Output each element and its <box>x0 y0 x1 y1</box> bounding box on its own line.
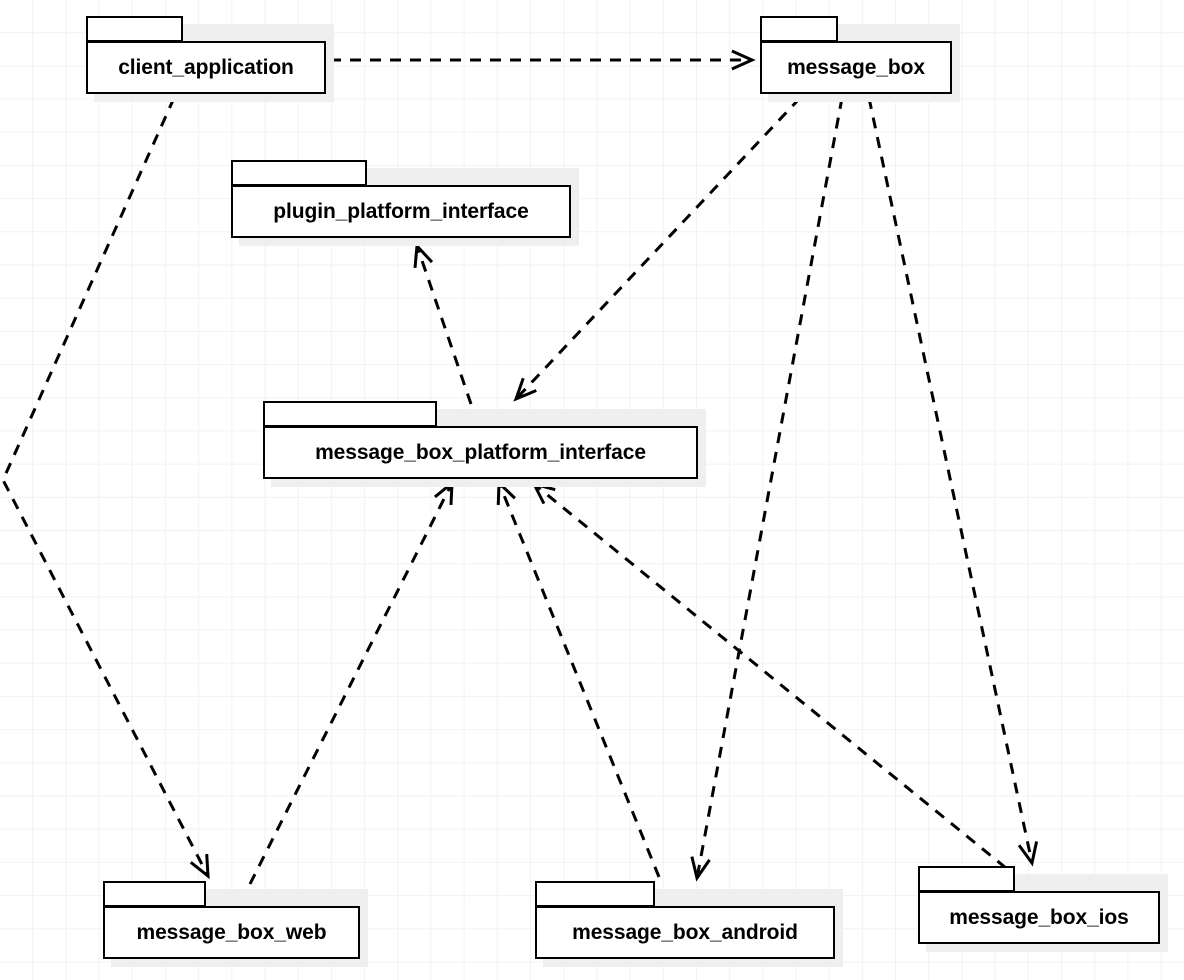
edge-message_box-to-message_box_android <box>690 97 844 882</box>
edge-message_box_platform_interface-to-plugin_platform_interface <box>413 242 473 405</box>
package-label: message_box_web <box>136 920 327 944</box>
package-body: message_box_web <box>103 906 360 959</box>
package-tab <box>231 160 367 186</box>
package-client-application[interactable]: client_application <box>86 16 334 102</box>
package-plugin-platform-interface[interactable]: plugin_platform_interface <box>231 160 579 246</box>
package-tab <box>535 881 655 907</box>
package-label: plugin_platform_interface <box>273 199 529 223</box>
package-message-box-platform-interface[interactable]: message_box_platform_interface <box>263 401 706 487</box>
package-message-box-web[interactable]: message_box_web <box>103 881 368 967</box>
edge-message_box-to-message_box_ios <box>867 97 1039 867</box>
package-message-box-android[interactable]: message_box_android <box>535 881 843 967</box>
package-label: message_box_ios <box>949 905 1129 929</box>
package-tab <box>86 16 183 42</box>
package-tab <box>263 401 437 427</box>
package-label: message_box_android <box>572 920 798 944</box>
edge-client_application-to-message_box <box>330 49 756 71</box>
edge-message_box-to-message_box_platform_interface <box>513 96 802 402</box>
package-message-box[interactable]: message_box <box>760 16 960 102</box>
package-message-box-ios[interactable]: message_box_ios <box>918 866 1168 952</box>
edge-message_box_ios-to-message_box_platform_interface <box>531 481 1007 870</box>
edge-message_box_android-to-message_box_platform_interface <box>496 479 661 878</box>
package-body: plugin_platform_interface <box>231 185 571 238</box>
package-body: message_box_android <box>535 906 835 959</box>
package-tab <box>103 881 206 907</box>
package-body: message_box_ios <box>918 891 1160 944</box>
package-label: message_box_platform_interface <box>315 440 646 464</box>
package-body: client_application <box>86 41 326 94</box>
package-tab <box>918 866 1015 892</box>
package-body: message_box <box>760 41 952 94</box>
package-label: client_application <box>118 55 294 79</box>
edge-message_box_web-to-message_box_platform_interface <box>248 479 454 885</box>
package-label: message_box <box>787 55 925 79</box>
package-body: message_box_platform_interface <box>263 426 698 479</box>
edge-client_application-to-message_box_web <box>1 97 210 880</box>
package-tab <box>760 16 838 42</box>
